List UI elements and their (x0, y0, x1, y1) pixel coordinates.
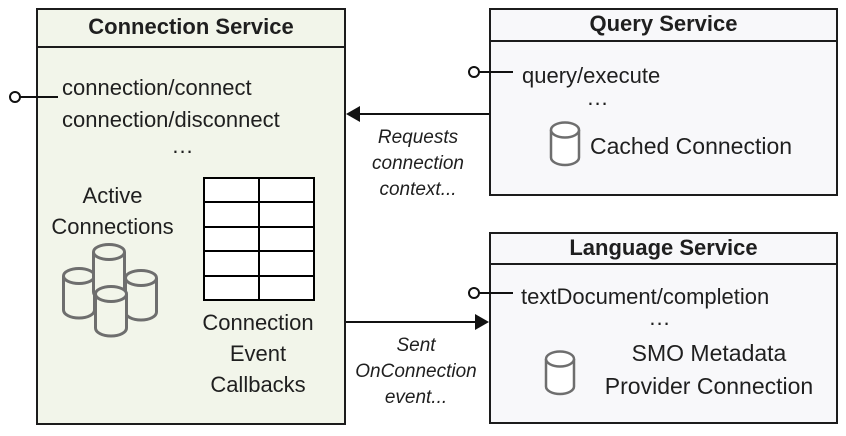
language-interface-line (479, 292, 513, 294)
connection-service-title-text: Connection Service (88, 14, 294, 39)
smo-metadata-line2: Provider Connection (604, 373, 814, 399)
requests-arrowhead-icon (346, 106, 360, 122)
query-methods-ellipsis: ... (587, 85, 609, 110)
callbacks-line1: Connection (202, 310, 314, 335)
requests-label-line1: Requests (377, 127, 459, 148)
sent-label-line1: Sent (396, 335, 436, 356)
query-service-box (489, 8, 838, 196)
sent-label-line2: OnConnection (355, 361, 477, 382)
database-cluster-icon (62, 243, 158, 338)
query-service-title: Query Service (489, 8, 838, 42)
connection-method-disconnect: connection/disconnect (62, 107, 280, 132)
language-service-title: Language Service (489, 232, 838, 265)
query-method-execute: query/execute (522, 63, 661, 88)
requests-arrow-label: Requests connection context... (348, 125, 488, 203)
smo-metadata-label: SMO Metadata Provider Connection (583, 337, 835, 403)
query-service-title-text: Query Service (589, 11, 738, 36)
sent-arrow-label: Sent OnConnection event... (346, 333, 486, 411)
connection-method-connect: connection/connect (62, 75, 252, 100)
callbacks-line3: Callbacks (210, 372, 306, 397)
sent-arrowhead-icon (475, 314, 489, 330)
callbacks-line2: Event (229, 341, 287, 366)
requests-label-line3: context... (379, 179, 457, 200)
cached-connection-database-icon (549, 121, 581, 167)
callbacks-label: Connection Event Callbacks (193, 307, 323, 400)
language-methods-ellipsis: ... (649, 305, 671, 330)
smo-metadata-line1: SMO Metadata (631, 340, 787, 366)
smo-metadata-database-icon (544, 350, 576, 396)
active-connections-line1: Active (82, 183, 143, 208)
requests-arrow-line (357, 113, 489, 115)
language-service-title-text: Language Service (569, 234, 758, 260)
active-connections-line2: Connections (51, 214, 174, 239)
connection-methods-ellipsis: ... (172, 133, 194, 158)
active-connections-label: Active Connections (40, 180, 185, 242)
sent-arrow-line (346, 321, 478, 323)
query-interface-line (479, 71, 513, 73)
cached-connection-label: Cached Connection (590, 133, 793, 159)
callback-grid-icon (203, 177, 315, 301)
connection-service-title: Connection Service (36, 8, 346, 48)
connection-interface-line (20, 96, 58, 98)
requests-label-line2: connection (372, 153, 464, 174)
language-method-completion: textDocument/completion (521, 284, 770, 309)
sent-label-line3: event... (384, 387, 448, 408)
